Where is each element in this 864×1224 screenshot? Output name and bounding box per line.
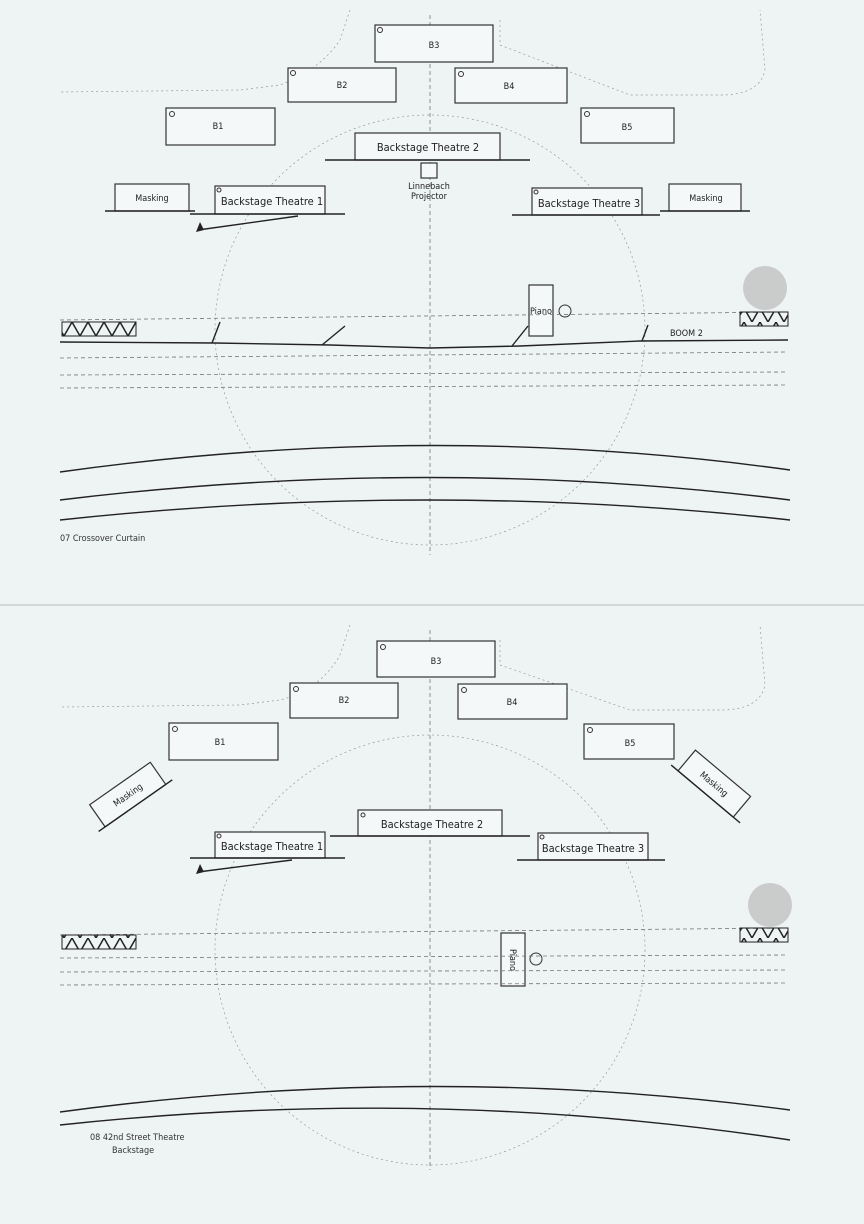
label-projector-1: Linnebach bbox=[408, 182, 450, 192]
truss-left bbox=[61, 321, 137, 337]
box-b3: B3 bbox=[374, 24, 494, 63]
label-b5: B5 bbox=[622, 123, 633, 133]
arrow-line bbox=[197, 215, 299, 231]
box-masking-right: Masking bbox=[670, 749, 752, 824]
label-b2: B2 bbox=[339, 696, 350, 706]
panel-42nd-street: B3 B2 B4 B1 B5 Masking Masking Backstage… bbox=[59, 624, 792, 1170]
box-backstage-theatre-2: Backstage Theatre 2 bbox=[330, 809, 530, 837]
piano: Piano bbox=[500, 932, 526, 987]
plant-icon bbox=[748, 883, 792, 927]
box-b1: B1 bbox=[165, 107, 276, 146]
label-b4: B4 bbox=[504, 82, 515, 92]
label-b3: B3 bbox=[431, 657, 442, 667]
box-backstage-theatre-1: Backstage Theatre 1 bbox=[190, 831, 345, 859]
truss-right bbox=[739, 927, 789, 943]
box-backstage-theatre-3: Backstage Theatre 3 bbox=[517, 832, 665, 861]
caption-07: 07 Crossover Curtain bbox=[60, 534, 145, 544]
piano: Piano bbox=[528, 284, 554, 337]
label-b2: B2 bbox=[337, 81, 348, 91]
box-b1: B1 bbox=[168, 722, 279, 761]
label-bt2: Backstage Theatre 2 bbox=[381, 818, 483, 831]
label-b5: B5 bbox=[625, 739, 636, 749]
truss-right bbox=[739, 311, 789, 327]
panel-crossover-curtain: B3 B2 B4 B1 B5 Backstage Theatre 2 Linne… bbox=[59, 9, 791, 555]
label-piano: Piano bbox=[507, 949, 517, 971]
box-masking-left: Masking bbox=[105, 183, 195, 212]
label-piano: Piano bbox=[530, 307, 552, 317]
label-masking-left: Masking bbox=[135, 194, 168, 204]
label-b1: B1 bbox=[213, 122, 224, 132]
label-bt3: Backstage Theatre 3 bbox=[542, 842, 644, 855]
caption-08-line2: Backstage bbox=[112, 1146, 154, 1156]
label-bt2: Backstage Theatre 2 bbox=[377, 141, 479, 154]
curtain-arrows bbox=[211, 321, 649, 347]
box-masking-left: Masking bbox=[88, 761, 173, 833]
arrowhead-icon bbox=[196, 864, 204, 874]
label-boom-2: BOOM 2 bbox=[670, 329, 703, 339]
label-bt3: Backstage Theatre 3 bbox=[538, 197, 640, 210]
box-masking-right: Masking bbox=[660, 183, 750, 212]
box-b5: B5 bbox=[580, 107, 675, 144]
box-backstage-theatre-3: Backstage Theatre 3 bbox=[512, 187, 660, 216]
label-masking-right: Masking bbox=[689, 194, 722, 204]
box-b4: B4 bbox=[454, 67, 568, 104]
box-backstage-theatre-2: Backstage Theatre 2 bbox=[325, 132, 530, 161]
label-b3: B3 bbox=[429, 41, 440, 51]
stage-circle-2 bbox=[214, 734, 646, 1166]
label-bt1: Backstage Theatre 1 bbox=[221, 840, 323, 853]
label-b4: B4 bbox=[507, 698, 518, 708]
box-b4: B4 bbox=[457, 683, 568, 720]
stage-circle bbox=[214, 114, 646, 546]
plant-icon bbox=[743, 266, 787, 310]
box-b5: B5 bbox=[583, 723, 675, 760]
box-b2: B2 bbox=[287, 67, 397, 103]
box-backstage-theatre-1: Backstage Theatre 1 bbox=[190, 185, 345, 215]
box-b3: B3 bbox=[376, 640, 496, 678]
piano-stool bbox=[529, 952, 543, 966]
label-bt1: Backstage Theatre 1 bbox=[221, 195, 323, 208]
truss-left bbox=[61, 934, 137, 950]
crossover-curtain-line bbox=[59, 339, 789, 349]
piano-stool bbox=[558, 304, 572, 318]
arrowhead-icon bbox=[196, 222, 204, 232]
caption-08: 08 42nd Street Theatre bbox=[90, 1133, 184, 1143]
label-projector-2: Projector bbox=[411, 192, 448, 202]
box-b2: B2 bbox=[289, 682, 399, 719]
label-b1: B1 bbox=[215, 738, 226, 748]
